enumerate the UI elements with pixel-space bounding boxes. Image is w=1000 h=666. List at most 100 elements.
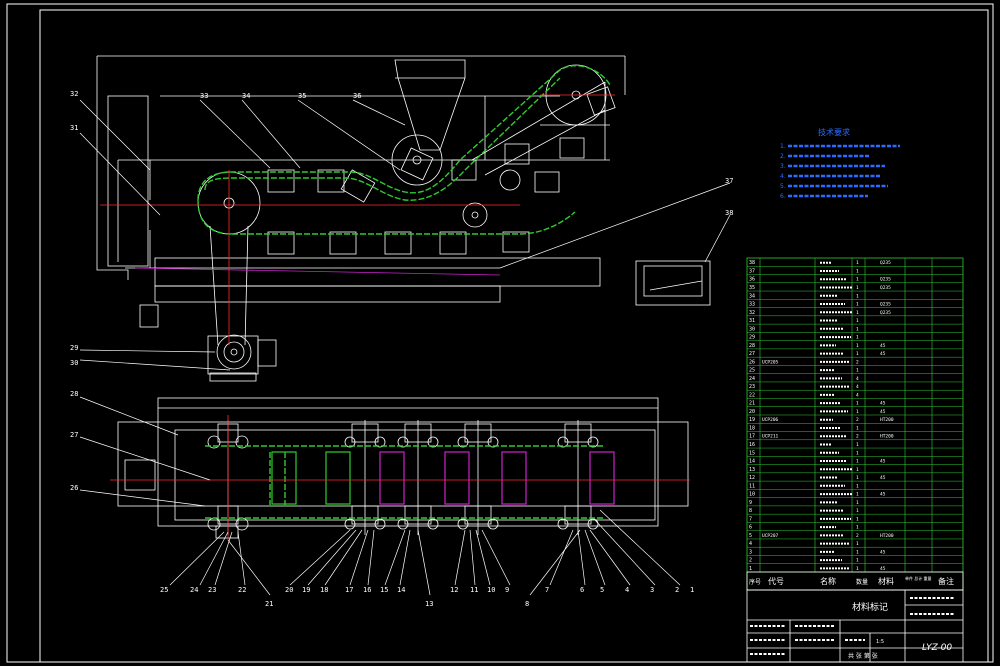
parts-row-qty: 1 (856, 351, 859, 357)
parts-row-qty: 1 (856, 368, 859, 374)
parts-row-qty: 1 (856, 508, 859, 514)
parts-row-no: 2 (749, 558, 752, 564)
parts-row-qty: 1 (856, 467, 859, 473)
balloon-20: 20 (285, 586, 293, 594)
parts-row-no: 6 (749, 525, 752, 531)
balloon-30: 30 (70, 359, 78, 367)
parts-row-qty: 1 (856, 492, 859, 498)
plan-centerlines (110, 415, 690, 540)
parts-row-no: 9 (749, 500, 752, 506)
parts-row-no: 28 (749, 343, 755, 349)
parts-row-no: 1 (749, 566, 752, 572)
title-block (746, 589, 964, 663)
balloon-15: 15 (380, 586, 388, 594)
parts-row-no: 7 (749, 516, 752, 522)
parts-row-no: 35 (749, 285, 755, 291)
balloon-28: 28 (70, 390, 78, 398)
parts-row-qty: 1 (856, 541, 859, 547)
parts-row-qty: 1 (856, 326, 859, 332)
balloon-10: 10 (487, 586, 495, 594)
parts-list-header: 序号 代号 名称 数量 材料 单件 总计 重量 备注 (746, 571, 964, 591)
parts-row-no: 27 (749, 351, 755, 357)
balloon-6: 6 (580, 586, 584, 594)
parts-row-qty: 1 (856, 425, 859, 431)
balloon-35: 35 (298, 92, 306, 100)
parts-row-qty: 1 (856, 516, 859, 522)
parts-row-no: 4 (749, 541, 752, 547)
balloon-labels: 32 31 33 34 35 36 37 38 29 30 28 27 26 (70, 90, 733, 492)
parts-row-no: 24 (749, 376, 755, 382)
parts-row-no: 10 (749, 492, 755, 498)
parts-row-material: HT200 (880, 434, 894, 440)
parts-row-no: 5 (749, 533, 752, 539)
tech-req-line-5: 5. (780, 183, 786, 190)
balloon-7: 7 (545, 586, 549, 594)
parts-row-qty: 1 (856, 343, 859, 349)
balloon-36: 36 (353, 92, 361, 100)
parts-row-no: 37 (749, 268, 755, 274)
balloon-22: 22 (238, 586, 246, 594)
tech-req-line-4: 4. (780, 173, 786, 180)
balloon-21: 21 (265, 600, 273, 608)
parts-row-qty: 1 (856, 442, 859, 448)
balloon-32: 32 (70, 90, 78, 98)
balloon-31: 31 (70, 124, 78, 132)
parts-row-no: 34 (749, 293, 755, 299)
balloon-16: 16 (363, 586, 371, 594)
balloon-26: 26 (70, 484, 78, 492)
parts-row-no: 22 (749, 392, 755, 398)
parts-row-no: 15 (749, 450, 755, 456)
tech-req-line-1: 1. (780, 143, 786, 150)
parts-row-no: 31 (749, 318, 755, 324)
balloon-4: 4 (625, 586, 629, 594)
parts-row-material: 45 (880, 351, 886, 357)
balloon-11: 11 (470, 586, 478, 594)
parts-row-no: 21 (749, 401, 755, 407)
parts-row-no: 12 (749, 475, 755, 481)
sheet-info: 共 张 第 张 (848, 652, 878, 660)
parts-row-no: 11 (749, 483, 755, 489)
drawing-number: LYZ-00 (922, 643, 952, 653)
parts-row-no: 18 (749, 425, 755, 431)
parts-row-code: UCP206 (762, 417, 779, 423)
header-material: 材料 (878, 576, 894, 586)
balloon-9: 9 (505, 586, 509, 594)
header-no: 序号 (749, 578, 761, 586)
parts-row-no: 8 (749, 508, 752, 514)
header-name: 名称 (820, 576, 836, 586)
parts-row-no: 14 (749, 459, 755, 465)
balloon-5: 5 (600, 586, 604, 594)
balloon-24: 24 (190, 586, 198, 594)
balloon-12: 12 (450, 586, 458, 594)
balloon-17: 17 (345, 586, 353, 594)
balloon-13: 13 (425, 600, 433, 608)
parts-row-material: 45 (880, 409, 886, 415)
parts-row-qty: 1 (856, 335, 859, 341)
outer-border (6, 3, 994, 663)
parts-row-qty: 1 (856, 401, 859, 407)
parts-row-qty: 2 (856, 417, 859, 423)
header-remark: 备注 (938, 576, 954, 586)
parts-row-no: 32 (749, 310, 755, 316)
balloon-23: 23 (208, 586, 216, 594)
balloon-27: 27 (70, 431, 78, 439)
parts-row-qty: 1 (856, 260, 859, 266)
parts-row-no: 19 (749, 417, 755, 423)
tech-req-line-6: 6. (780, 193, 786, 200)
parts-row-qty: 1 (856, 302, 859, 308)
tech-req-line-2: 2. (780, 153, 786, 160)
balloon-29: 29 (70, 344, 78, 352)
parts-row-no: 3 (749, 549, 752, 555)
parts-row-qty: 4 (856, 392, 859, 398)
parts-row-no: 17 (749, 434, 755, 440)
plan-chains (205, 445, 605, 519)
scale: 1:5 (876, 639, 884, 645)
balloon-1: 1 (690, 586, 694, 594)
parts-row-material: Q235 (880, 310, 891, 316)
parts-row-material: 45 (880, 401, 886, 407)
parts-row-qty: 4 (856, 384, 859, 390)
tech-req-title: 技术要求 (818, 127, 850, 137)
parts-row-qty: 1 (856, 549, 859, 555)
parts-row-no: 23 (749, 384, 755, 390)
